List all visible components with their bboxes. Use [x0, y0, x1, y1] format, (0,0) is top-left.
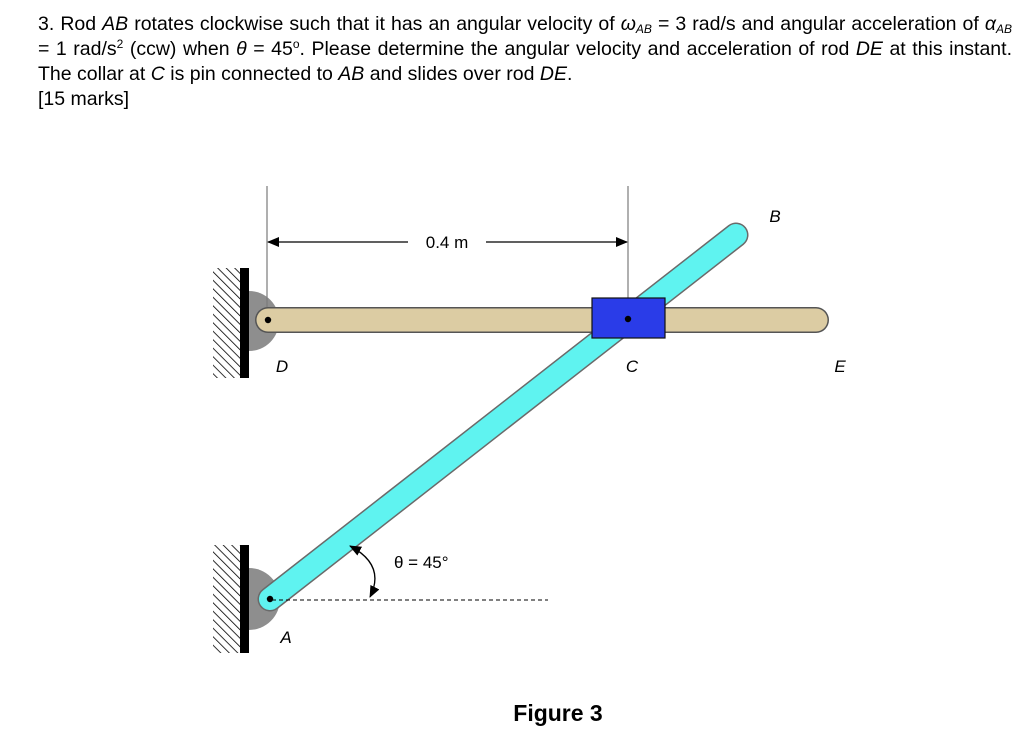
- wall-face: [240, 545, 249, 653]
- label-a: A: [279, 628, 291, 647]
- alpha-subscript: AB: [996, 22, 1013, 36]
- rod-de-ref: DE: [855, 38, 883, 60]
- text-run: = 1 rad/s: [38, 38, 117, 60]
- text-run: .: [566, 63, 573, 85]
- text-run: . Please determine the angular velocity …: [299, 38, 856, 60]
- text-run: = 3 rad/s and angular acceleration of: [651, 13, 985, 35]
- pin-a: [266, 595, 274, 603]
- collar-c-ref: C: [150, 63, 165, 85]
- problem-number: 3.: [38, 13, 55, 35]
- label-b: B: [769, 207, 780, 226]
- theta-symbol: θ: [236, 38, 247, 60]
- text-run: is pin connected to: [164, 63, 339, 85]
- collar-pin: [624, 315, 632, 323]
- rod-ab-ref: AB: [102, 13, 129, 35]
- alpha-symbol: α: [984, 13, 996, 35]
- degree-superscript: o: [292, 37, 300, 51]
- omega-symbol: ω: [620, 13, 636, 35]
- text-run: = 45: [246, 38, 293, 60]
- text-run: rotates clockwise such that it has an an…: [128, 13, 621, 35]
- collar-c: [591, 297, 666, 339]
- wall-face: [240, 268, 249, 378]
- rod-ab-ref: AB: [338, 63, 365, 85]
- marks-label: [15 marks]: [38, 88, 130, 110]
- rod-de-ref: DE: [539, 63, 567, 85]
- figure-caption: Figure 3: [513, 700, 603, 726]
- label-c: C: [626, 357, 639, 376]
- pin-d: [264, 316, 272, 324]
- text-run: Rod: [54, 13, 103, 35]
- text-run: and slides over rod: [364, 63, 540, 85]
- problem-statement: 3. Rod AB rotates clockwise such that it…: [38, 12, 1012, 112]
- text-run: (ccw) when: [123, 38, 237, 60]
- label-e: E: [834, 357, 846, 376]
- wall-hatch: [213, 545, 241, 653]
- label-d: D: [276, 357, 288, 376]
- rod-ab: [259, 224, 747, 610]
- dimension-label: 0.4 m: [426, 233, 469, 252]
- omega-subscript: AB: [635, 22, 652, 36]
- text-run: at this instant. The collar at: [38, 38, 1012, 85]
- squared-superscript: 2: [116, 37, 124, 51]
- angle-arc: [349, 545, 380, 598]
- angle-label: θ = 45°: [394, 553, 449, 572]
- wall-hatch: [213, 268, 241, 378]
